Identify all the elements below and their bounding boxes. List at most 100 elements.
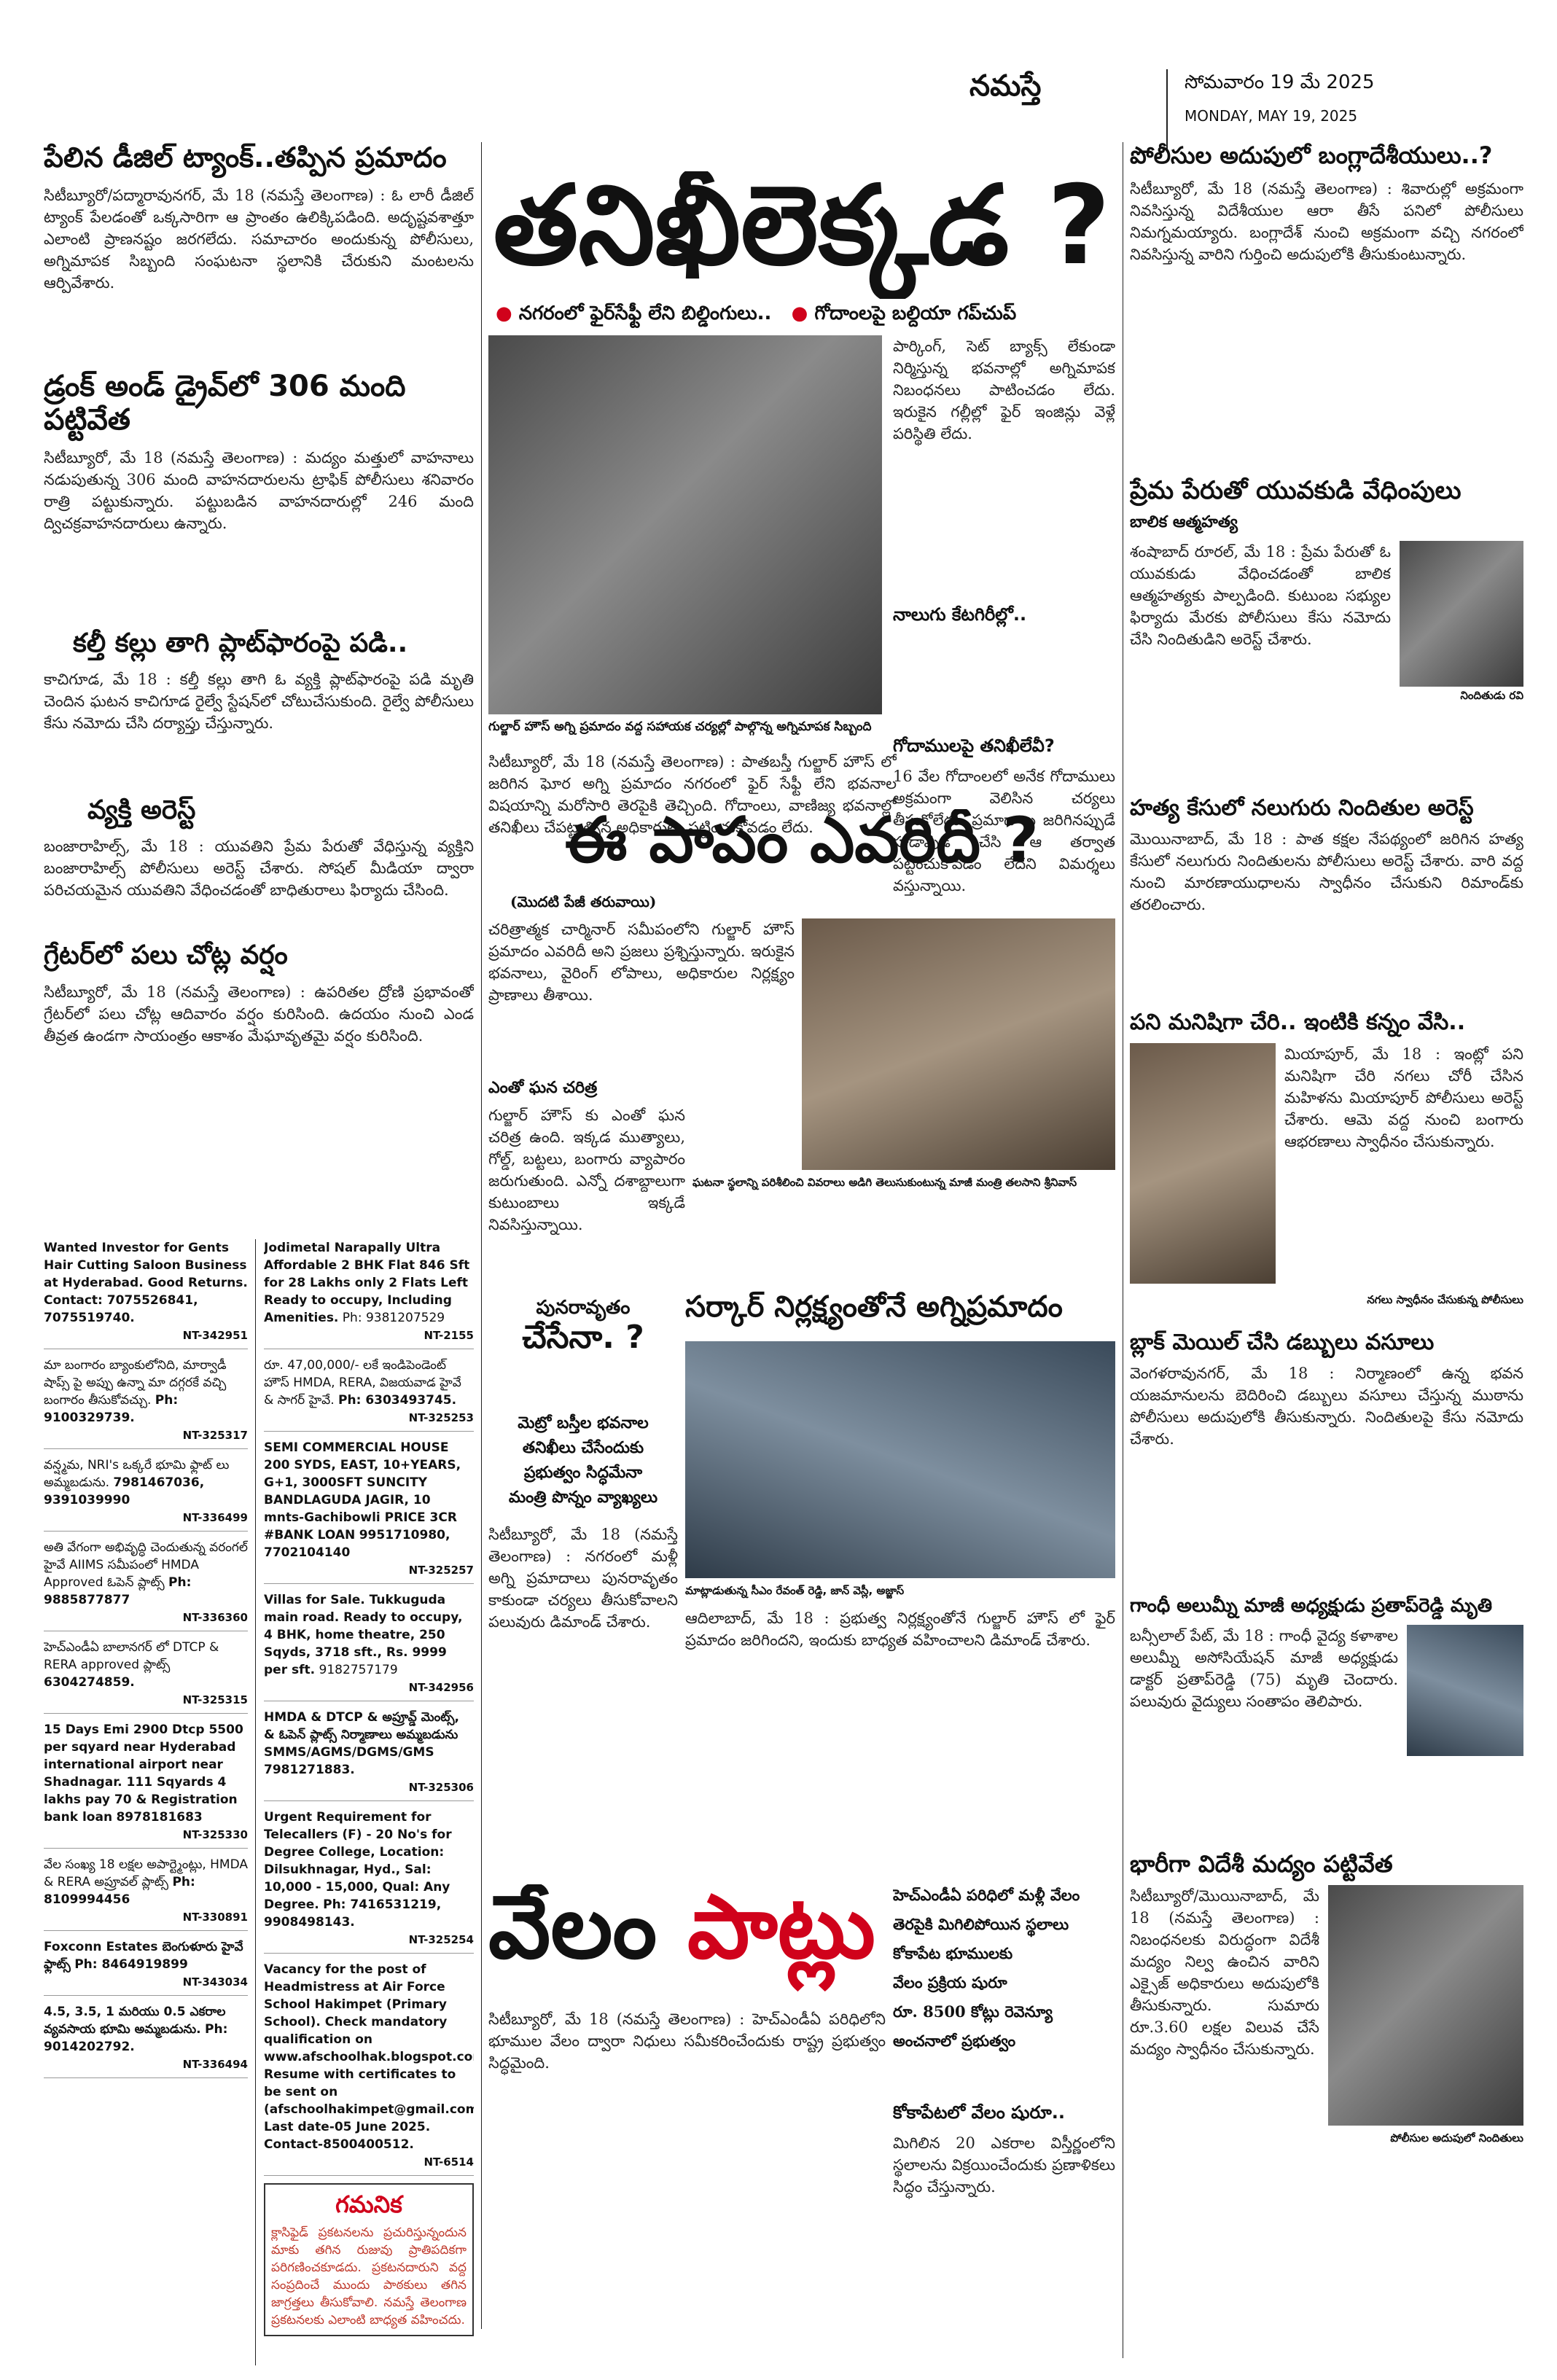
story-headline: కల్తీ కల్లు తాగి ప్లాట్‌ఫారంపై పడి.. — [73, 628, 408, 658]
main-section-head-2: గోదాములపై తనిఖీలేవీ? — [893, 736, 1055, 756]
sub-line: రూ. 8500 కోట్లు రెవెన్యూ — [893, 2002, 1053, 2021]
classified-ad: Urgent Requirement for Telecallers (F) -… — [264, 1809, 474, 1954]
main-body-3: 16 వేల గోదాంలలో అనేక గోదాములు అక్రమంగా వ… — [893, 768, 1115, 894]
classified-rule — [255, 1239, 256, 2365]
fifth-section-head: కోకాపేటలో వేలం షురూ.. — [893, 2103, 1066, 2123]
fourth-headline: సర్కార్ నిర్లక్ష్యంతోనే అగ్నిప్రమాదం — [685, 1290, 1063, 1324]
left-column: పేలిన డీజిల్ ట్యాంక్..తప్పిన ప్రమాదం సిట… — [44, 142, 474, 1159]
sub-line: తెరపైకి మిగిలిపోయిన స్థలాలు — [893, 1915, 1069, 1933]
second-body-2: గుల్జార్ హౌస్ కు ఎంతో ఘన చరిత్ర ఉంది. ఇక… — [488, 1107, 685, 1233]
story-headline: పని మనిషిగా చేరి.. ఇంటికి కన్నం వేసి.. — [1130, 1010, 1466, 1036]
story-headline: డ్రంక్ అండ్ డ్రైవ్‌లో 306 మంది పట్టివేత — [44, 369, 406, 437]
sub-line: వేలం ప్రక్రియ షురూ — [893, 1973, 1007, 1991]
second-body-1: చరిత్రాత్మక చార్మినార్ సమీపంలోని గుల్జార… — [488, 921, 795, 1004]
story-headline: పోలీసుల అదుపులో బంగ్లాదేశీయులు..? — [1130, 142, 1493, 169]
sub-line: మంత్రి పొన్నం వ్యాఖ్యలు — [508, 1488, 658, 1507]
date-english: MONDAY, MAY 19, 2025 — [1185, 107, 1358, 125]
gamanika-body: క్లాసిఫైడ్ ప్రకటనలను ప్రచురిస్తున్నందున … — [271, 2225, 467, 2328]
classified-ad: మా బంగారం బ్యాంకులోనిది, మార్వాడీ షాప్స్… — [44, 1357, 248, 1449]
fourth-body-1: సిటీబ్యూరో, మే 18 (నమస్తే తెలంగాణ) : నగర… — [488, 1526, 678, 1631]
second-story-photo — [802, 918, 1115, 1170]
classified-ad: అతి వేగంగా అభివృద్ధి చెందుతున్న వరంగల్ హ… — [44, 1539, 248, 1631]
seized-liquor-photo — [1328, 1885, 1523, 2126]
classified-ad: Vacancy for the post of Headmistress at … — [264, 1961, 474, 2176]
story-subhead: బాలిక ఆత్మహత్య — [1130, 512, 1238, 531]
main-section-head-1: నాలుగు కేటగిరీల్లో.. — [893, 605, 1027, 625]
continuation-note: (మొదటి పేజీ తరువాయి) — [510, 893, 657, 910]
classifieds-col-1: Wanted Investor for Gents Hair Cutting S… — [44, 1239, 248, 2365]
classified-ad: 4.5, 3.5, 1 మరియు 0.5 ఎకరాల వ్యవసాయ భూమి… — [44, 2003, 248, 2078]
sub-line: అంచనాలో ప్రభుత్వం — [893, 2032, 1016, 2050]
gamanika-title: గమనిక — [335, 2190, 402, 2218]
mega-left: వేలం — [488, 1884, 657, 1978]
classifieds-col-2: Jodimetal Narapally Ultra Affordable 2 B… — [264, 1239, 474, 2365]
story-body: సిటీబ్యూరో, మే 18 (నమస్తే తెలంగాణ) : ఉపర… — [44, 983, 474, 1045]
date-telugu: సోమవారం 19 మే 2025 — [1185, 71, 1375, 93]
classified-ad: రూ. 47,00,000/- లకే ఇండిపెండెంట్ హౌస్ HM… — [264, 1357, 474, 1432]
sub-line: ప్రభుత్వం సిద్ధమేనా — [523, 1463, 643, 1482]
classified-ad: వేల సంఖ్య 18 లక్షల అపార్ట్మెంట్లు, HMDA … — [44, 1856, 248, 1931]
right-column: పోలీసుల అదుపులో బంగ్లాదేశీయులు..? సిటీబ్… — [1130, 142, 1523, 2358]
seized-jewelry-photo — [1130, 1042, 1276, 1284]
gamanika-box: గమనిక క్లాసిఫైడ్ ప్రకటనలను ప్రచురిస్తున్… — [264, 2183, 474, 2336]
fifth-body-1: సిటీబ్యూరో, మే 18 (నమస్తే తెలంగాణ) : హెచ… — [488, 2010, 886, 2072]
fourth-kicker: పునరావృతం చేసేనా. ? — [488, 1298, 678, 1400]
mega-right: పాట్లు — [687, 1884, 875, 1978]
photo-caption: నగలు స్వాధీనం చేసుకున్న పోలీసులు — [1367, 1292, 1523, 1306]
classified-ad: SEMI COMMERCIAL HOUSE 200 SYDS, EAST, 10… — [264, 1439, 474, 1584]
accused-photo — [1400, 540, 1523, 687]
fourth-body-2: ఆదిలాబాద్, మే 18 : ప్రభుత్వ నిర్లక్ష్యంత… — [685, 1610, 1115, 1649]
story-body: బన్సీలాల్ పేట్, మే 18 : గాంధీ వైద్య కళాశ… — [1130, 1627, 1398, 1711]
second-mega-headline: ఈ పాపం ఎవరిదీ ? — [565, 809, 1039, 877]
classified-ad: వన్ష్మమ, NRI's ఒక్కరే భూమి ఫ్లాట్ లు అమ్… — [44, 1456, 248, 1532]
story-body: బంజారాహిల్స్, మే 18 : యువతిని ప్రేమ పేరు… — [44, 838, 474, 900]
story-headline: వ్యక్తి అరెస్ట్ — [87, 795, 196, 826]
sub-line: మెట్రో బస్తీల భవనాల — [518, 1413, 649, 1432]
story-headline: పేలిన డీజిల్ ట్యాంక్..తప్పిన ప్రమాదం — [44, 142, 447, 173]
fourth-subs: మెట్రో బస్తీల భవనాల తనిఖీలు చేసేందుకు ప్… — [488, 1411, 678, 1520]
fifth-subs: హెచ్ఎండీఏ పరిధిలో మళ్లీ వేలం తెరపైకి మిగ… — [893, 1881, 1115, 2099]
story-headline: హత్య కేసులో నలుగురు నిందితుల అరెస్ట్ — [1130, 795, 1474, 821]
subhead-1: నగరంలో ఫైర్‌సేఫ్టీ లేని బిల్డింగులు.. — [518, 303, 772, 324]
story-body: వెంగళరావునగర్, మే 18 : నిర్మాణంలో ఉన్న భ… — [1130, 1365, 1523, 1448]
main-body-1: సిటీబ్యూరో, మే 18 (నమస్తే తెలంగాణ) : పాత… — [488, 753, 897, 836]
story-body: సిటీబ్యూరో/మొయినాబాద్, మే 18 (నమస్తే తెల… — [1130, 1887, 1319, 2059]
fourth-story-photo — [685, 1341, 1115, 1578]
story-body: మొయినాబాద్, మే 18 : పాత కక్షల నేపథ్యంలో … — [1130, 830, 1523, 914]
masthead-divider — [1166, 69, 1168, 149]
story-body: మియాపూర్, మే 18 : ఇంట్లో పని మనిషిగా చేర… — [1284, 1045, 1523, 1150]
main-fire-photo — [488, 335, 882, 714]
classified-ad: Villas for Sale. Tukkuguda main road. Re… — [264, 1591, 474, 1701]
story-headline: బ్లాక్ మెయిల్ చేసి డబ్బులు వసూలు — [1130, 1329, 1435, 1355]
second-photo-caption: ఘటనా స్థలాన్ని పరిశీలించి వివరాలు అడిగి … — [692, 1176, 1077, 1189]
paper-name: నమస్తే తెలంగాణ — [969, 69, 1079, 113]
classified-ad: Foxconn Estates బెంగుళూరు హైవే ఫ్లాట్స్ … — [44, 1938, 248, 1996]
story-body: సిటీబ్యూరో, మే 18 (నమస్తే తెలంగాణ) : మద్… — [44, 448, 474, 532]
photo-caption: నిందితుడు రవి — [1460, 688, 1523, 702]
classified-ad: హెచ్ఎండీఏ బాలానగర్ లో DTCP & RERA approv… — [44, 1639, 248, 1714]
story-headline: ప్రేమ పేరుతో యువకుడి వేధింపులు — [1130, 475, 1462, 505]
story-headline: గాంధీ అలుమ్నీ మాజీ అధ్యక్షుడు ప్రతాప్‌రె… — [1130, 1595, 1493, 1618]
masthead: నమస్తే తెలంగాణ సోమవారం 19 మే 2025 MONDAY… — [0, 69, 1557, 157]
story-body: శంషాబాద్ రూరల్, మే 18 : ప్రేమ పేరుతో ఓ య… — [1130, 542, 1391, 648]
fifth-body-2: మిగిలిన 20 ఎకరాల విస్తీర్ణంలోని స్థలాలను… — [893, 2134, 1115, 2196]
classified-ad: HMDA & DTCP & అప్రూవ్డ్ మెంట్స్, & ఓపెన్… — [264, 1709, 474, 1801]
story-headline: గ్రేటర్‌లో పలు చోట్ల వర్షం — [44, 940, 288, 971]
portrait-photo — [1407, 1625, 1523, 1757]
classified-ad: 15 Days Emi 2900 Dtcp 5500 per sqyard ne… — [44, 1721, 248, 1849]
photo-caption: పోలీసుల అదుపులో నిందితులు — [1390, 2131, 1523, 2145]
sub-line: తనిఖీలు చేసేందుకు — [522, 1438, 644, 1457]
story-body: సిటీబ్యూరో, మే 18 (నమస్తే తెలంగాణ) : శివ… — [1130, 179, 1523, 263]
story-headline: భారీగా విదేశీ మద్యం పట్టివేత — [1130, 1850, 1393, 1878]
sub-line: కోకాపేట భూములకు — [893, 1944, 1013, 1962]
main-mega-headline: తనిఖీలెక్కడ ? — [493, 171, 1111, 289]
classified-ad: Wanted Investor for Gents Hair Cutting S… — [44, 1239, 248, 1349]
column-rule — [481, 142, 482, 2329]
subhead-2: గోదాంలపై బల్దియా గప్‌చుప్ — [814, 303, 1017, 324]
main-photo-caption: గుల్జార్ హౌస్ అగ్ని ప్రమాదం వద్ద సహాయక చ… — [488, 719, 872, 734]
kicker-line-1: పునరావృతం — [536, 1298, 631, 1319]
story-body: కాచిగూడ, మే 18 : కల్తీ కల్లు తాగి ఓ వ్యక… — [44, 671, 474, 733]
main-subheads: ● నగరంలో ఫైర్‌సేఫ్టీ లేని బిల్డింగులు.. … — [496, 303, 1017, 324]
fifth-mega-headline: వేలం పాట్లు — [488, 1884, 897, 2001]
kicker-line-2: చేసేనా. ? — [522, 1318, 644, 1356]
